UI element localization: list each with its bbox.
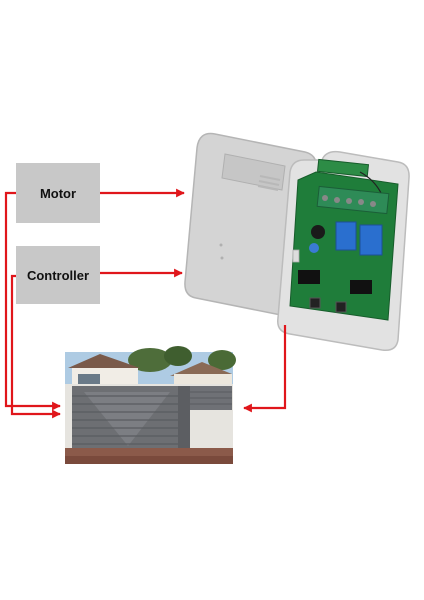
arrow-receiver-to-gate [243, 325, 287, 413]
led-indicator [292, 249, 300, 263]
learn-button-2 [335, 301, 347, 313]
capacitor-2 [309, 243, 319, 253]
learn-button-1 [309, 297, 321, 309]
gate-photo [65, 346, 236, 464]
controller-label: Controller [26, 267, 90, 283]
arrow-controller-to-gate [10, 274, 61, 419]
relay-1 [335, 221, 357, 251]
ic-chip-1 [298, 270, 320, 284]
motor-label: Motor [39, 185, 77, 201]
rf-module [316, 158, 370, 178]
controller-label-box: Controller [16, 246, 100, 304]
ic-chip-2 [350, 280, 372, 294]
lid-label-recess [221, 153, 286, 191]
arrow-motor-to-gate [4, 191, 61, 411]
terminal-block [316, 185, 390, 215]
relay-2 [359, 224, 383, 256]
motor-label-box: Motor [16, 163, 100, 223]
capacitor-1 [311, 225, 325, 239]
receiver-device [184, 132, 410, 352]
